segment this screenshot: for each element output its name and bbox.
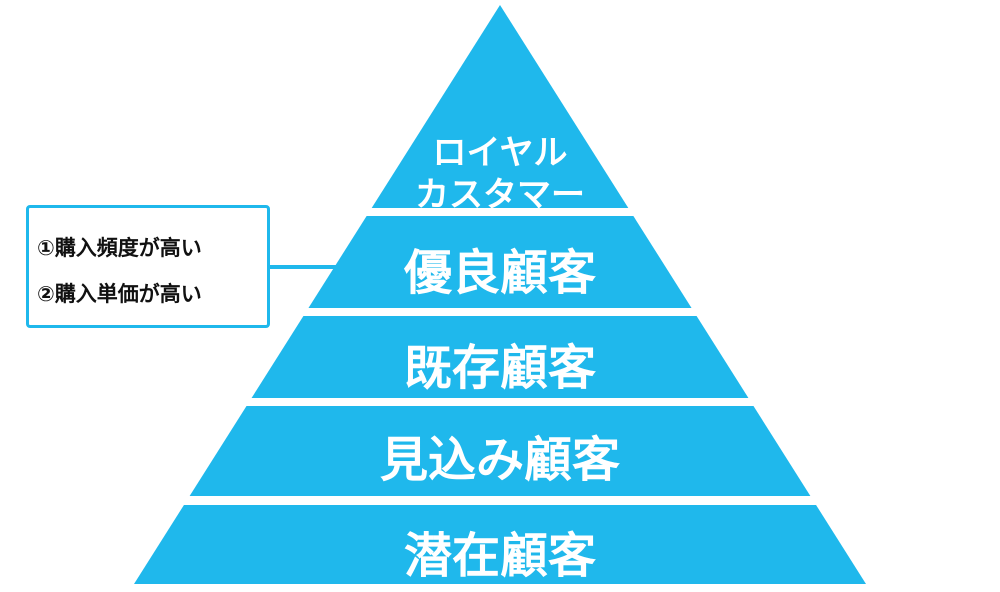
level-existing: 既存顧客 bbox=[403, 340, 596, 396]
callout-item-frequency: ①購入頻度が高い bbox=[37, 236, 202, 260]
pyramid-band-excellent bbox=[308, 216, 692, 308]
pyramid-band-royal bbox=[371, 5, 629, 208]
callout-item-unit-price: ②購入単価が高い bbox=[37, 282, 202, 306]
level-excellent: 優良顧客 bbox=[403, 245, 596, 301]
level-potential: 潜在顧客 bbox=[403, 528, 596, 584]
pyramid-band-prospective bbox=[189, 406, 811, 496]
pyramid-band-existing bbox=[251, 316, 749, 398]
level-royal-line2: カスタマー bbox=[415, 175, 585, 215]
level-prospective: 見込み顧客 bbox=[379, 432, 620, 488]
pyramid-band-potential bbox=[134, 505, 866, 584]
level-royal-line1: ロイヤル bbox=[432, 133, 568, 173]
callout-box: ①購入頻度が高い ②購入単価が高い bbox=[26, 205, 270, 328]
